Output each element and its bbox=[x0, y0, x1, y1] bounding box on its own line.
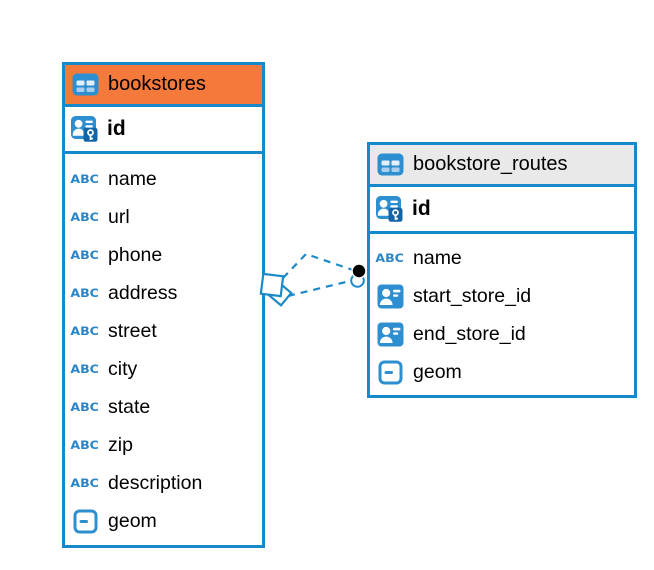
column-label: id bbox=[412, 197, 431, 220]
text-type-icon: ABC bbox=[70, 362, 100, 376]
column-row[interactable]: ABC address bbox=[65, 274, 262, 312]
column-label: street bbox=[108, 319, 157, 342]
reference-type-icon bbox=[375, 284, 405, 309]
relationship-line-2[interactable] bbox=[287, 279, 351, 298]
column-label: end_store_id bbox=[413, 322, 526, 345]
connector-squares-marker[interactable] bbox=[259, 272, 293, 307]
table-title: bookstore_routes bbox=[413, 153, 568, 175]
column-row[interactable]: ABC state bbox=[65, 388, 262, 426]
column-label: state bbox=[108, 395, 151, 418]
text-type-icon: ABC bbox=[70, 286, 100, 300]
text-type-icon: ABC bbox=[70, 248, 100, 262]
column-row-pk[interactable]: id bbox=[370, 187, 634, 234]
column-row[interactable]: ABC street bbox=[65, 312, 262, 350]
column-row[interactable]: ABC zip bbox=[65, 426, 262, 464]
column-label: phone bbox=[108, 243, 163, 266]
connector-dot-marker[interactable] bbox=[351, 263, 367, 279]
column-label: city bbox=[108, 357, 138, 380]
column-row[interactable]: geom bbox=[65, 502, 262, 540]
column-row[interactable]: geom bbox=[370, 353, 634, 391]
column-label: address bbox=[108, 281, 178, 304]
table-header-bookstores[interactable]: bookstores bbox=[65, 65, 262, 107]
text-type-icon: ABC bbox=[70, 400, 100, 414]
table-icon bbox=[375, 153, 405, 176]
column-label: id bbox=[107, 117, 126, 140]
column-row[interactable]: ABC url bbox=[65, 198, 262, 236]
relationship-line-1[interactable] bbox=[282, 252, 354, 279]
geometry-type-icon bbox=[70, 509, 100, 534]
table-icon bbox=[70, 73, 100, 96]
user-key-icon bbox=[70, 115, 100, 144]
text-type-icon: ABC bbox=[70, 438, 100, 452]
text-type-icon: ABC bbox=[70, 476, 100, 490]
column-label: url bbox=[108, 205, 130, 228]
column-label: geom bbox=[108, 509, 157, 532]
column-row[interactable]: ABC name bbox=[65, 160, 262, 198]
column-label: description bbox=[108, 471, 203, 494]
reference-type-icon bbox=[375, 322, 405, 347]
column-row[interactable]: ABC city bbox=[65, 350, 262, 388]
column-label: name bbox=[108, 167, 157, 190]
column-row[interactable]: start_store_id bbox=[370, 277, 634, 315]
column-row[interactable]: ABC phone bbox=[65, 236, 262, 274]
column-label: geom bbox=[413, 360, 462, 383]
table-node-bookstores[interactable]: bookstores id ABC bbox=[62, 62, 265, 548]
text-type-icon: ABC bbox=[70, 324, 100, 338]
column-label: name bbox=[413, 246, 462, 269]
columns-section: ABC name start_store_id bbox=[370, 234, 634, 391]
column-row[interactable]: ABC description bbox=[65, 464, 262, 502]
table-node-bookstore-routes[interactable]: bookstore_routes id ABC bbox=[367, 142, 637, 398]
user-key-icon bbox=[375, 195, 405, 224]
column-row[interactable]: end_store_id bbox=[370, 315, 634, 353]
column-row-pk[interactable]: id bbox=[65, 107, 262, 154]
column-label: start_store_id bbox=[413, 284, 532, 307]
geometry-type-icon bbox=[375, 360, 405, 385]
text-type-icon: ABC bbox=[375, 251, 405, 265]
table-title: bookstores bbox=[108, 73, 206, 95]
column-row[interactable]: ABC name bbox=[370, 239, 634, 277]
column-label: zip bbox=[108, 433, 133, 456]
table-header-bookstore-routes[interactable]: bookstore_routes bbox=[370, 145, 634, 187]
text-type-icon: ABC bbox=[70, 172, 100, 186]
connector-ring-marker[interactable] bbox=[350, 273, 365, 288]
columns-section: ABC name ABC url ABC phone ABC address A… bbox=[65, 154, 262, 540]
text-type-icon: ABC bbox=[70, 210, 100, 224]
